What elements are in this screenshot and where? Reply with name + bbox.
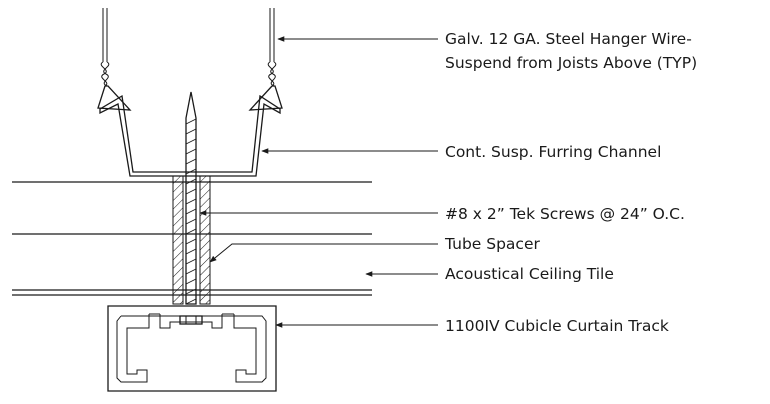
label-tek-screws: #8 x 2” Tek Screws @ 24” O.C. (445, 205, 685, 223)
hanger-wire-right (248, 8, 283, 111)
hanger-wire-left (97, 8, 132, 111)
furring-channel (99, 94, 281, 177)
label-hanger-wire-line1: Galv. 12 GA. Steel Hanger Wire- (445, 30, 692, 48)
label-hanger-wire-line2: Suspend from Joists Above (TYP) (445, 54, 697, 72)
label-tube-spacer: Tube Spacer (444, 235, 540, 253)
cubicle-curtain-track (107, 305, 277, 392)
tube-spacer (172, 175, 211, 305)
leader-lines (199, 36, 438, 328)
label-ceiling-tile: Acoustical Ceiling Tile (445, 265, 614, 283)
ceiling-layers (12, 181, 372, 296)
label-furring-channel: Cont. Susp. Furring Channel (445, 143, 661, 161)
label-curtain-track: 1100IV Cubicle Curtain Track (445, 317, 669, 335)
